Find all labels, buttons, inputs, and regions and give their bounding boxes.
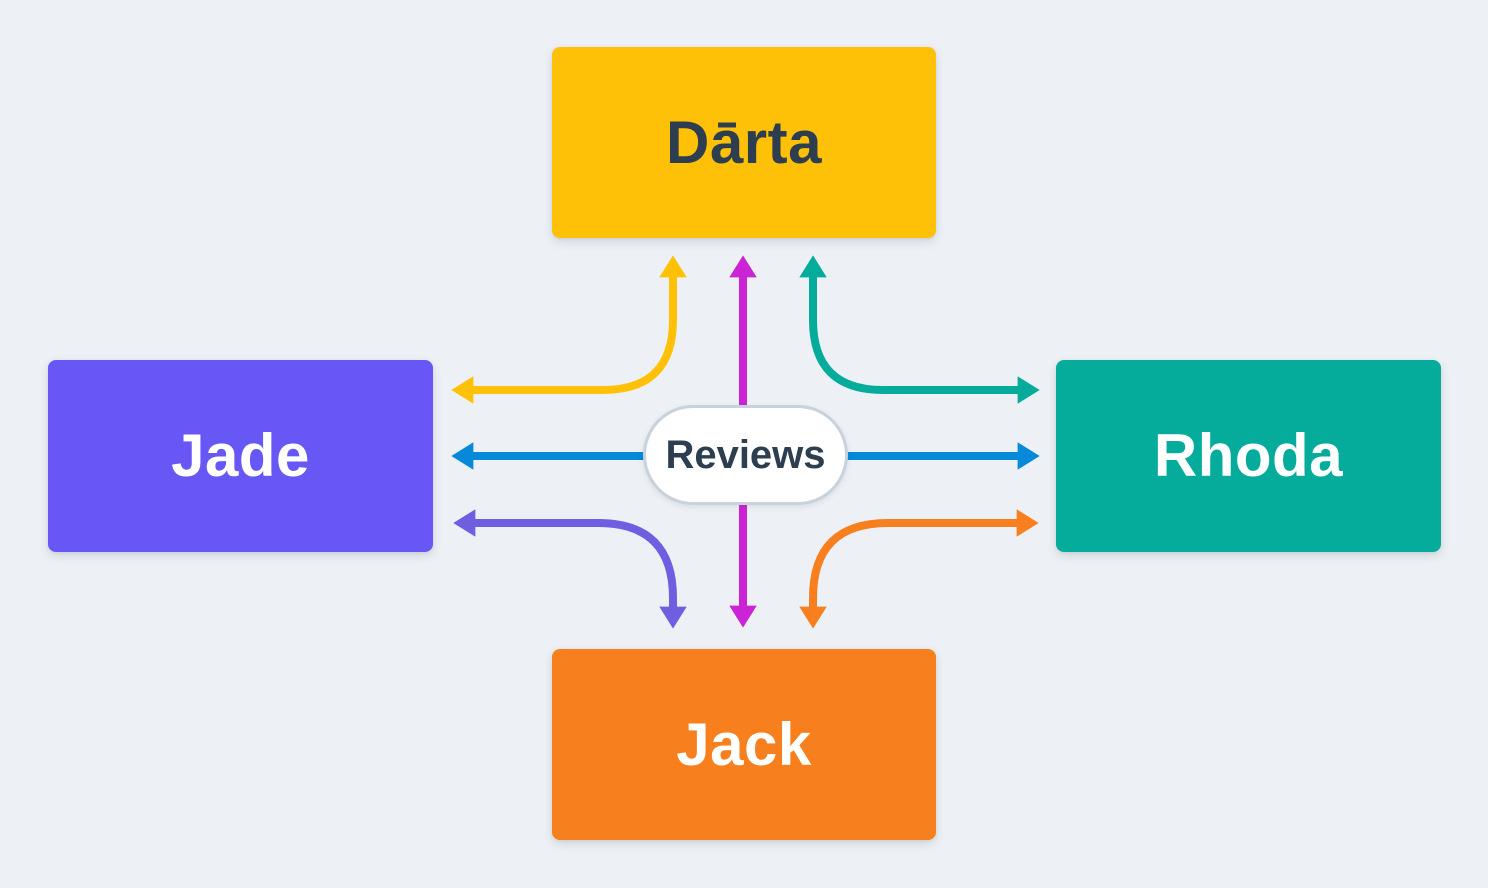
edge-darta-jade (451, 255, 687, 404)
edge-jack-rhoda (799, 509, 1039, 629)
node-jade-label: Jade (171, 422, 310, 489)
edge-darta-rhoda (799, 255, 1040, 404)
node-darta: Dārta (552, 47, 936, 238)
edge-jade-jack (453, 509, 687, 629)
node-jack: Jack (552, 649, 936, 840)
node-rhoda: Rhoda (1056, 360, 1441, 552)
node-rhoda-label: Rhoda (1153, 422, 1344, 489)
edge-label-reviews-text: Reviews (665, 433, 826, 477)
edge-label-reviews: Reviews (643, 405, 848, 505)
node-jack-label: Jack (676, 710, 812, 778)
node-darta-label: Dārta (666, 108, 822, 176)
node-jade: Jade (48, 360, 433, 552)
